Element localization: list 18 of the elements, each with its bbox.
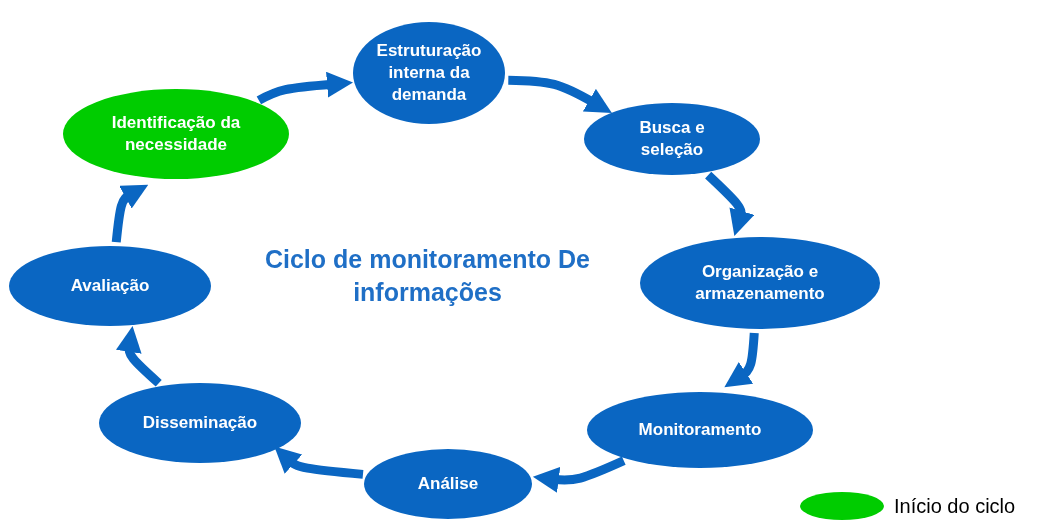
node-label: Disseminação bbox=[142, 411, 258, 434]
curved-arrow bbox=[115, 326, 162, 387]
curved-arrow bbox=[256, 71, 353, 105]
node-label: Identificação da necessidade bbox=[110, 111, 242, 156]
diagram-title: Ciclo de monitoramento De informações bbox=[263, 244, 591, 308]
curved-arrow bbox=[274, 446, 364, 479]
curved-arrow bbox=[111, 184, 149, 243]
legend-label: Início do ciclo bbox=[894, 494, 1016, 518]
node-label: Avaliação bbox=[70, 274, 150, 297]
node-label: Busca e seleção bbox=[638, 116, 706, 161]
curved-arrow bbox=[724, 332, 759, 388]
node-label: Análise bbox=[417, 472, 479, 495]
node-label: Estruturação interna da demanda bbox=[375, 39, 483, 107]
curved-arrow bbox=[508, 75, 612, 114]
node-label: Monitoramento bbox=[638, 418, 762, 441]
curved-arrow bbox=[705, 171, 755, 237]
node-label: Organização e armazenamento bbox=[694, 260, 826, 305]
curved-arrow bbox=[532, 456, 626, 493]
